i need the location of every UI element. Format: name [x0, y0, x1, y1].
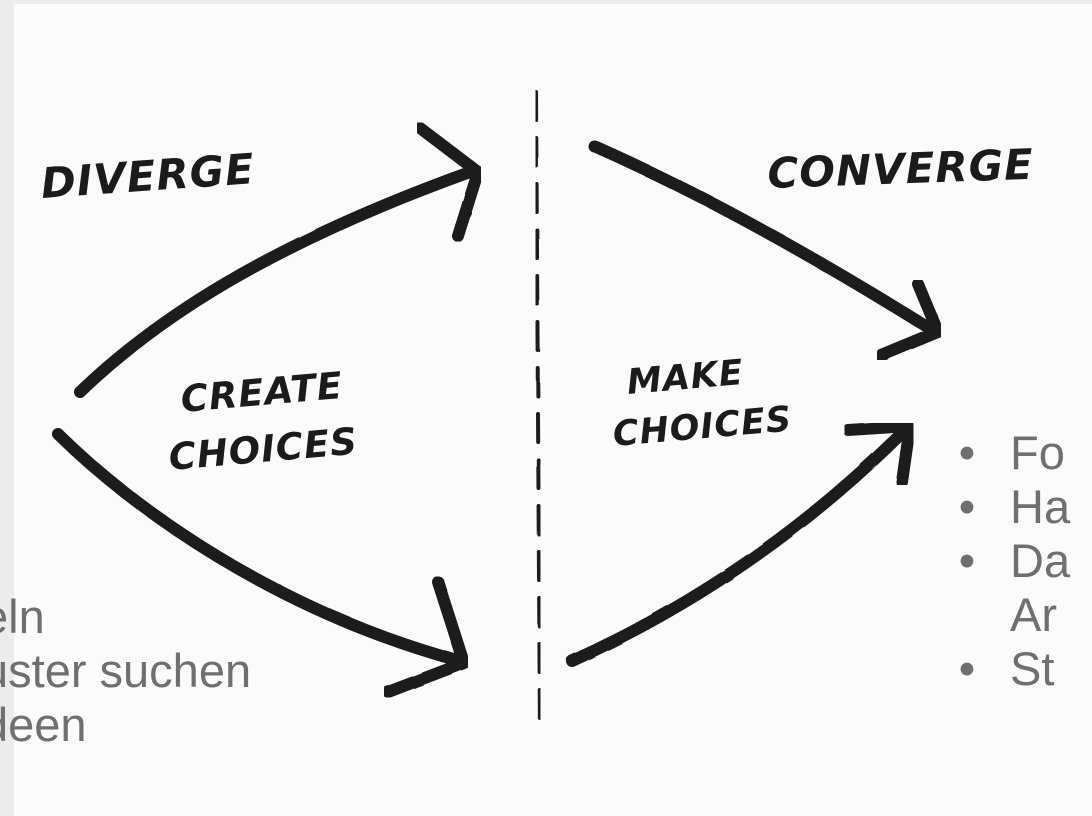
- converge-label: CONVERGE: [767, 140, 1035, 198]
- right-list-item-1-text: Fo: [1010, 426, 1065, 479]
- right-bullet-list: • Fo • Ha • Da Ar • St: [952, 426, 1070, 696]
- bullet-dot-icon: •: [958, 480, 976, 533]
- diverge-upper-arrowhead: [414, 122, 484, 242]
- diverge-label: DIVERGE: [39, 144, 256, 208]
- converge-lower-arrow: [566, 424, 911, 667]
- converge-lower-arrowhead: [842, 420, 916, 488]
- right-list-item-2-text: Ha: [1010, 480, 1071, 533]
- make-choices-label-line1: MAKE: [625, 353, 745, 403]
- whiteboard-canvas: [14, 4, 1092, 816]
- left-overlay-line-1: eln: [0, 590, 45, 643]
- right-list-item-4-text: St: [1010, 642, 1055, 695]
- right-list-item-3-text: Da: [1010, 534, 1071, 587]
- right-list-item-4: • St: [952, 642, 1070, 696]
- make-choices-label-line2: CHOICES: [611, 399, 793, 454]
- create-choices-label-line2: CHOICES: [167, 420, 359, 479]
- divider-dashed-line: [534, 90, 542, 737]
- diverge-lower-arrow: [52, 428, 462, 666]
- right-list-item-1: • Fo: [952, 426, 1070, 480]
- right-list-item-3-continuation: Ar: [952, 588, 1070, 642]
- right-list-item-2: • Ha: [952, 480, 1070, 534]
- left-overlay-line-3: deen: [0, 698, 87, 751]
- diverge-upper-arrow: [74, 166, 476, 398]
- create-choices-label-line1: CREATE: [179, 364, 345, 421]
- bullet-dot-icon: •: [958, 426, 976, 479]
- left-overlay-line-2: uster suchen: [0, 644, 252, 697]
- left-bullet-text-fragments: eln uster suchen deen: [0, 590, 251, 752]
- right-list-item-3: • Da: [952, 534, 1070, 588]
- right-list-item-3-continuation-text: Ar: [1010, 588, 1057, 641]
- converge-upper-arrow: [588, 140, 938, 336]
- diverge-lower-arrowhead: [382, 576, 470, 698]
- converge-upper-arrowhead: [874, 278, 944, 362]
- bullet-dot-icon: •: [958, 534, 976, 587]
- bullet-dot-icon: •: [958, 642, 976, 695]
